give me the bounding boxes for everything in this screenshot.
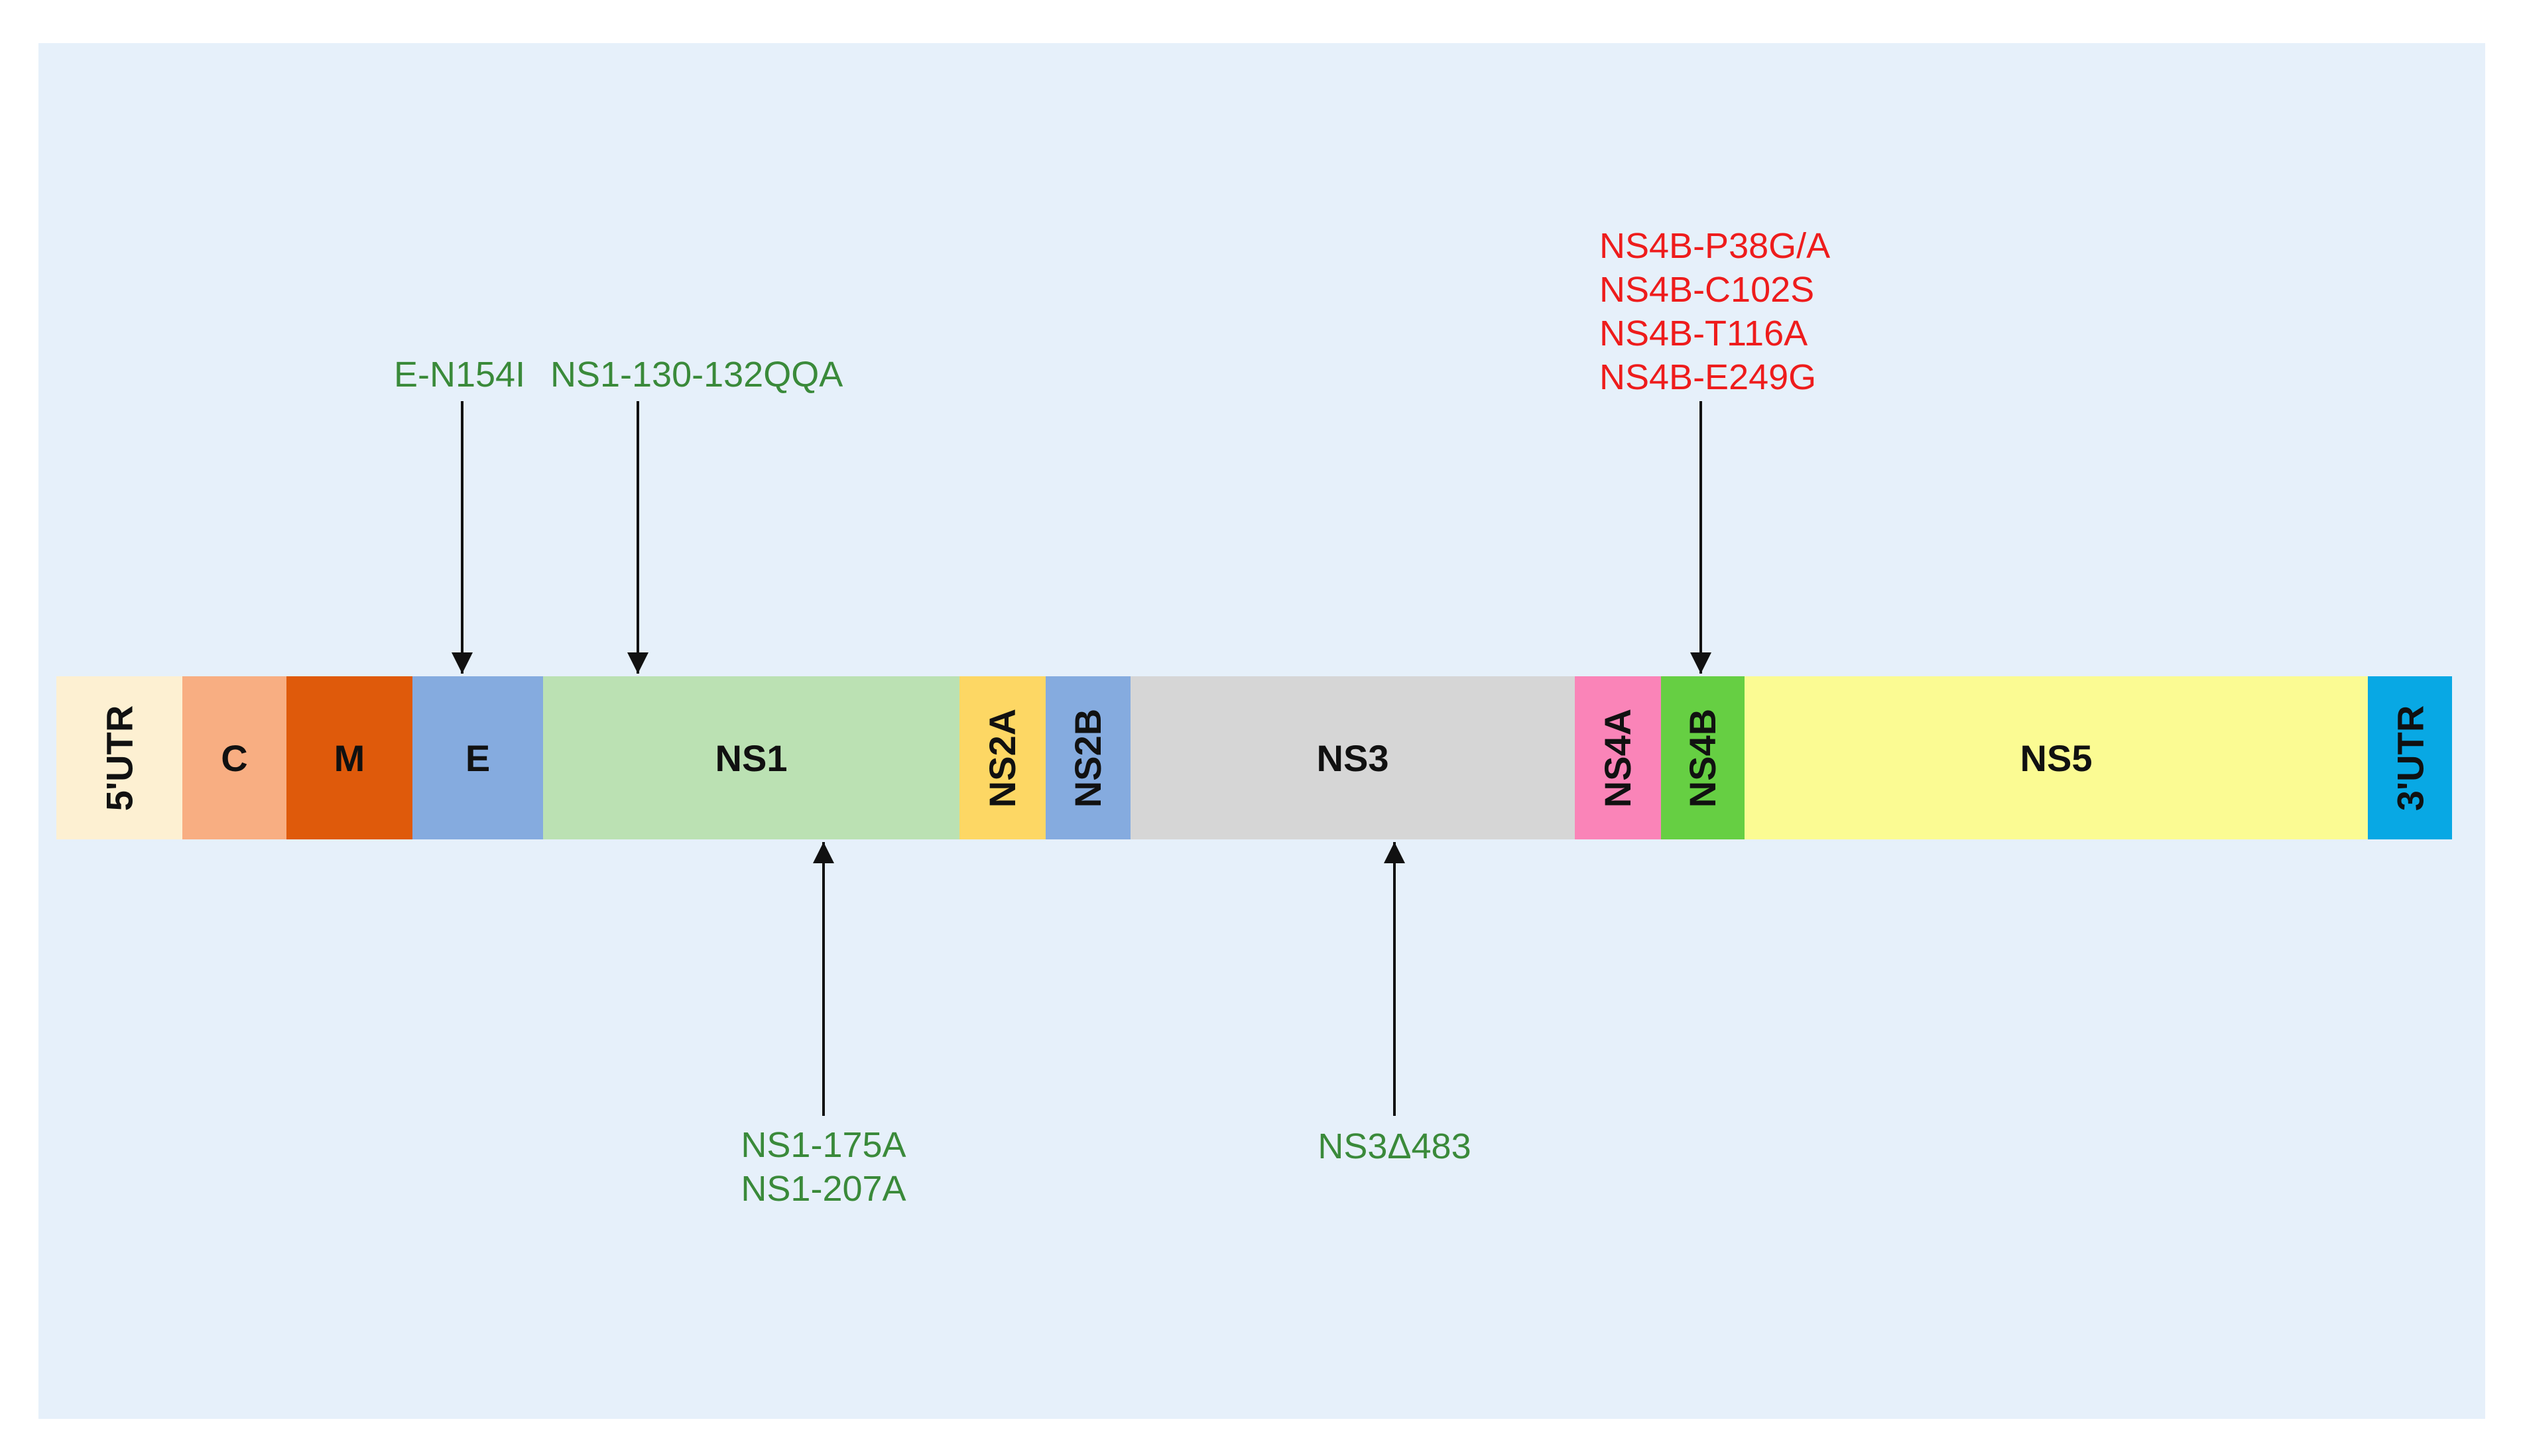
- annotation-line: NS1-130-132QQA: [550, 355, 843, 394]
- annotation-ns1-130: NS1-130-132QQA: [550, 353, 843, 396]
- annotation-line: NS4B-C102S: [1599, 270, 1815, 310]
- segment-m: M: [286, 676, 412, 839]
- annotation-e-n154i: E-N154I: [394, 353, 525, 396]
- segment-ns4b: NS4B: [1661, 676, 1745, 839]
- segment-ns1: NS1: [543, 676, 959, 839]
- annotation-line: NS3Δ483: [1318, 1126, 1471, 1166]
- segment-e: E: [412, 676, 543, 839]
- annotation-line: NS4B-E249G: [1599, 357, 1817, 397]
- annotation-line: E-N154I: [394, 355, 526, 394]
- segment-label-ns1: NS1: [715, 737, 788, 779]
- segment-ns3: NS3: [1131, 676, 1575, 839]
- annotation-line: NS4B-T116A: [1599, 314, 1808, 353]
- segment-label-m: M: [334, 737, 365, 779]
- segment-ns2b: NS2B: [1046, 676, 1131, 839]
- annotation-line: NS1-175A: [741, 1125, 906, 1165]
- segment-ns4a: NS4A: [1575, 676, 1661, 839]
- segment-label-ns5: NS5: [2020, 737, 2093, 779]
- segment-5utr: 5'UTR: [56, 676, 182, 839]
- segment-label-ns3: NS3: [1316, 737, 1389, 779]
- annotation-ns3-del: NS3Δ483: [1262, 1124, 1527, 1168]
- segment-ns2a: NS2A: [959, 676, 1046, 839]
- annotation-line: NS4B-P38G/A: [1599, 226, 1831, 266]
- segment-c: C: [182, 676, 286, 839]
- segment-3utr: 3'UTR: [2368, 676, 2452, 839]
- segment-ns5: NS5: [1745, 676, 2368, 839]
- annotation-line: NS1-207A: [741, 1169, 906, 1209]
- segment-label-e: E: [465, 737, 491, 779]
- segment-label-c: C: [221, 737, 248, 779]
